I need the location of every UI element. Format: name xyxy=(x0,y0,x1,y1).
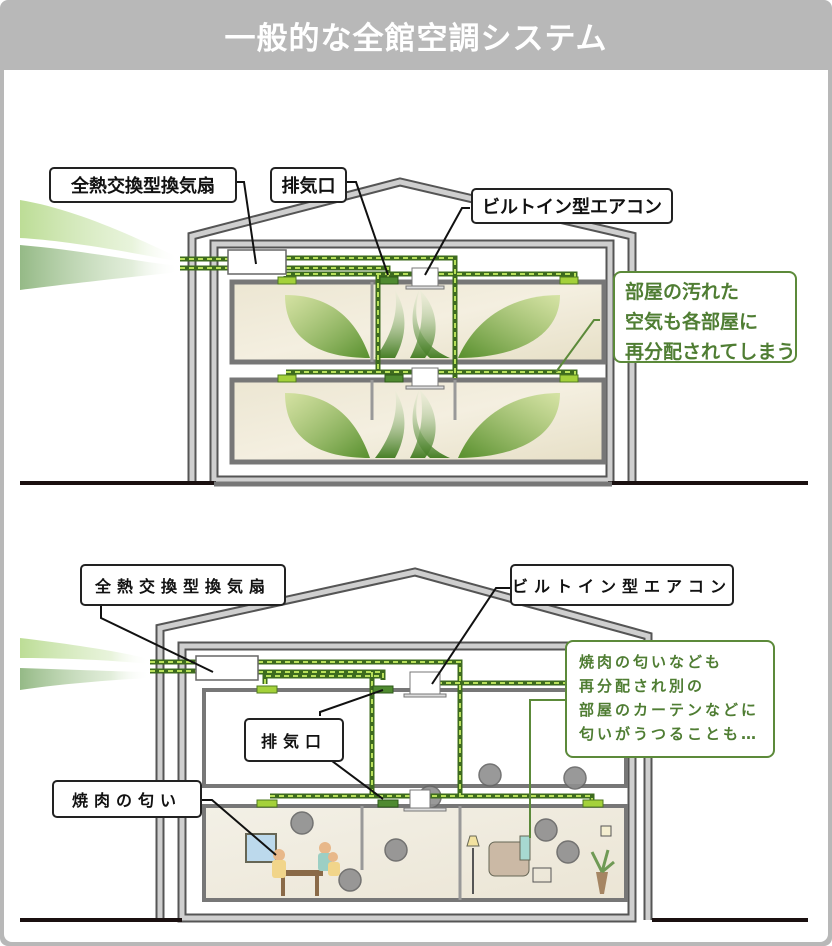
label-heat-exchanger-top-text: 全熱交換型換気扇 xyxy=(71,176,215,197)
note-bottom-line-2: 再分配され別の xyxy=(579,677,706,695)
note-bottom-line-3: 部屋のカーテンなどに xyxy=(579,701,760,719)
note-bottom-line-4: 匂いがうつることも… xyxy=(579,725,760,743)
label-builtin-ac-bottom: ビルトイン型エアコン xyxy=(510,564,734,606)
label-builtin-ac-bottom-text: ビルトイン型エアコン xyxy=(512,577,733,596)
note-top-line-1: 部屋の汚れた xyxy=(625,281,740,303)
label-heat-exchanger-bottom: 全熱交換型換気扇 xyxy=(80,564,286,606)
page-title: 一般的な全館空調システム xyxy=(224,20,608,57)
label-yakiniku-smell-text: 焼肉の匂い xyxy=(71,791,182,810)
label-heat-exchanger-top: 全熱交換型換気扇 xyxy=(49,167,237,203)
note-bottom-line-1: 焼肉の匂いなども xyxy=(579,653,724,671)
note-top-line-3: 再分配されてしまう xyxy=(625,341,796,363)
label-exhaust-port-bottom-text: 排気口 xyxy=(260,732,327,751)
header-bar: 一般的な全館空調システム xyxy=(0,0,832,70)
label-builtin-ac-top: ビルトイン型エアコン xyxy=(471,188,673,224)
note-top: 部屋の汚れた 空気も各部屋に 再分配されてしまう xyxy=(613,271,797,363)
label-yakiniku-smell: 焼肉の匂い xyxy=(52,780,202,818)
note-top-line-2: 空気も各部屋に xyxy=(625,311,759,333)
label-exhaust-port-bottom: 排気口 xyxy=(244,718,344,762)
label-builtin-ac-top-text: ビルトイン型エアコン xyxy=(482,197,662,218)
note-bottom: 焼肉の匂いなども 再分配され別の 部屋のカーテンなどに 匂いがうつることも… xyxy=(565,640,775,758)
label-exhaust-port-top: 排気口 xyxy=(270,167,347,203)
top-house xyxy=(20,177,808,487)
label-exhaust-port-top-text: 排気口 xyxy=(281,176,336,197)
label-heat-exchanger-bottom-text: 全熱交換型換気扇 xyxy=(94,577,271,596)
